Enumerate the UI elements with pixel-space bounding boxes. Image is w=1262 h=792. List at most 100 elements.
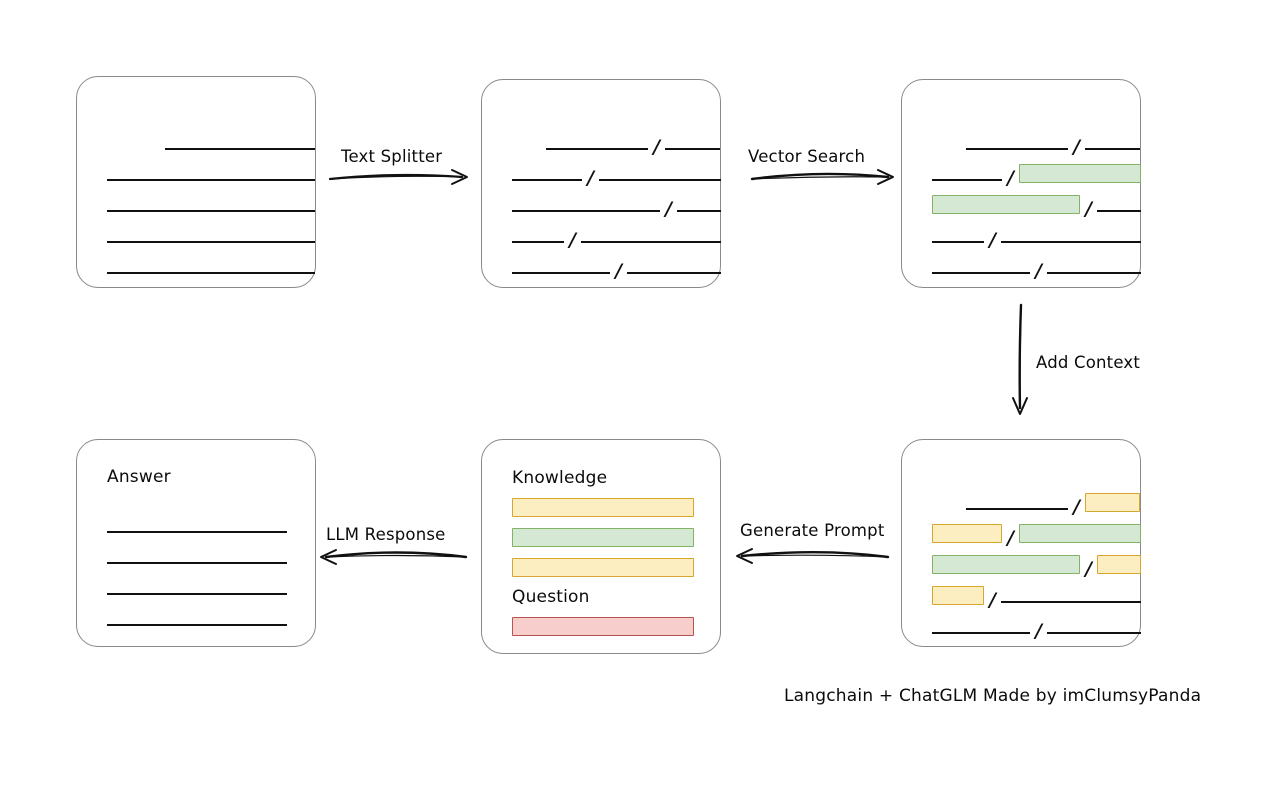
highlighted-chunk-green [1019, 164, 1141, 183]
highlighted-chunk-green [932, 555, 1080, 574]
doc-row [107, 252, 315, 274]
highlighted-chunk-green [932, 195, 1080, 214]
doc-row: / [932, 190, 1141, 220]
text-line-segment [932, 241, 984, 243]
edge-text-splitter [328, 169, 468, 185]
node-answer[interactable]: Answer [76, 439, 316, 647]
text-line-segment [512, 210, 660, 212]
doc-row [107, 221, 315, 243]
node-split-chunks[interactable]: ///// [481, 79, 721, 288]
segment-separator-slash: / [653, 136, 660, 158]
doc-row: / [932, 128, 1140, 158]
text-line-segment [107, 272, 315, 274]
segment-separator-slash: / [587, 167, 594, 189]
doc-row: / [512, 252, 721, 281]
doc-row [107, 159, 315, 181]
text-line-segment [1001, 601, 1141, 603]
knowledge-bar-3 [512, 558, 694, 577]
text-line-segment [932, 179, 1002, 181]
text-line-segment [107, 531, 287, 533]
node-source-document[interactable] [76, 76, 316, 288]
highlighted-chunk-green [1019, 524, 1141, 543]
segment-separator-slash: / [989, 229, 996, 251]
text-line-segment [966, 508, 1068, 510]
edge-generate-prompt [736, 548, 890, 564]
answer-heading: Answer [107, 467, 171, 487]
text-line-segment [1001, 241, 1141, 243]
doc-row: / [932, 550, 1141, 580]
edge-label-generate-prompt: Generate Prompt [740, 521, 885, 540]
edge-llm-response [320, 549, 468, 565]
edge-label-text-splitter: Text Splitter [341, 147, 443, 166]
doc-row: / [932, 488, 1140, 518]
doc-row [107, 573, 289, 595]
doc-row: / [512, 159, 721, 189]
prompt-knowledge-heading: Knowledge [512, 468, 608, 488]
segment-separator-slash: / [569, 229, 576, 251]
text-line-segment [107, 210, 315, 212]
segment-separator-slash: / [665, 198, 672, 220]
footer-credit: Langchain + ChatGLM Made by imClumsyPand… [784, 686, 1202, 706]
segment-separator-slash: / [1073, 496, 1080, 518]
edge-label-llm-response: LLM Response [326, 525, 446, 544]
edge-vector-search [750, 169, 894, 185]
edge-add-context [1012, 303, 1028, 415]
question-bar-1 [512, 617, 694, 636]
segment-separator-slash: / [1007, 527, 1014, 549]
split-chunks-rows: ///// [512, 80, 721, 287]
text-line-segment [165, 148, 315, 150]
edge-label-add-context: Add Context [1036, 353, 1141, 372]
doc-row: / [932, 581, 1141, 611]
source-document-rows [107, 77, 315, 287]
text-line-segment [512, 241, 564, 243]
text-line-segment [107, 593, 287, 595]
highlighted-chunk-yellow [1085, 493, 1140, 512]
segment-separator-slash: / [1035, 620, 1042, 642]
highlighted-chunk-yellow [1097, 555, 1141, 574]
doc-row: / [932, 519, 1141, 549]
text-line-segment [512, 272, 610, 274]
text-line-segment [512, 179, 582, 181]
text-line-segment [932, 272, 1030, 274]
text-line-segment [1047, 272, 1141, 274]
text-line-segment [966, 148, 1068, 150]
doc-row: / [932, 221, 1141, 251]
text-line-segment [665, 148, 720, 150]
text-line-segment [107, 241, 315, 243]
doc-row: / [512, 221, 721, 251]
answer-rows [107, 440, 289, 646]
text-line-segment [107, 179, 315, 181]
node-prompt[interactable]: Knowledge Question [481, 439, 721, 654]
node-context-chunks[interactable]: / / / / / [901, 439, 1141, 647]
doc-row [107, 511, 289, 533]
highlighted-chunk-yellow [932, 586, 984, 605]
doc-row [107, 128, 315, 150]
node-retrieved-chunks[interactable]: ///// [901, 79, 1141, 288]
text-line-segment [599, 179, 721, 181]
text-line-segment [107, 624, 287, 626]
segment-separator-slash: / [1035, 260, 1042, 282]
segment-separator-slash: / [1085, 198, 1092, 220]
text-line-segment [677, 210, 721, 212]
doc-row [107, 604, 289, 626]
text-line-segment [1097, 210, 1141, 212]
doc-row: / [512, 190, 721, 220]
doc-row: / [932, 612, 1141, 642]
highlighted-chunk-yellow [932, 524, 1002, 543]
doc-row: / [932, 252, 1141, 282]
segment-separator-slash: / [1085, 558, 1092, 580]
context-chunks-rows: / / / / / [932, 440, 1141, 646]
text-line-segment [581, 241, 721, 243]
segment-separator-slash: / [1073, 136, 1080, 158]
text-line-segment [546, 148, 648, 150]
knowledge-bar-2 [512, 528, 694, 547]
text-line-segment [932, 632, 1030, 634]
doc-row: / [512, 128, 720, 158]
doc-row: / [932, 159, 1141, 188]
text-line-segment [1085, 148, 1140, 150]
text-line-segment [627, 272, 721, 274]
text-line-segment [1047, 632, 1141, 634]
prompt-question-heading: Question [512, 587, 590, 607]
segment-separator-slash: / [989, 589, 996, 611]
